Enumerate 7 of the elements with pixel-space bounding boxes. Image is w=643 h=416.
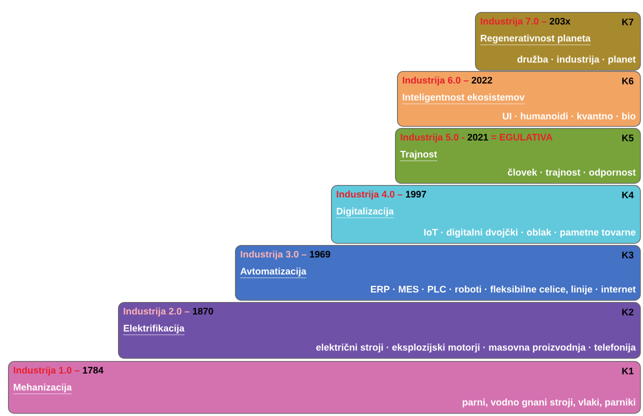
- stair-step-box: Industrija 7.0 – 203x K7 Regenerativnost planeta družba · industrija · planet: [475, 12, 641, 71]
- stair-step-box: Industrija 1.0 – 1784 K1 Mehanizacija parni, vodno gnani stroji, vlaki, parniki: [8, 361, 641, 414]
- stair-step-box: Industrija 3.0 – 1969 K3 Avtomatizacija ERP · MES · PLC · roboti · fleksibilne celice, linije · internet: [235, 245, 641, 301]
- stair-step-box: Industrija 2.0 – 1870 K2 Elektrifikacija električni stroji · eksplozijski motorji · masovna proizvodnja · telefonija: [118, 302, 641, 359]
- stair-step-box: Industrija 4.0 – 1997 K4 Digitalizacija IoT · digitalni dvojčki · oblak · pametne tovarne: [331, 185, 641, 244]
- stair-step-box: Industrija 5.0 - 2021 = EGULATIVA K5 Trajnost človek · trajnost · odpornost: [395, 128, 641, 184]
- stair-step-box: Industrija 6.0 – 2022 K6 Inteligentnost ekosistemov UI · humanoidi · kvantno · bio: [397, 71, 641, 127]
